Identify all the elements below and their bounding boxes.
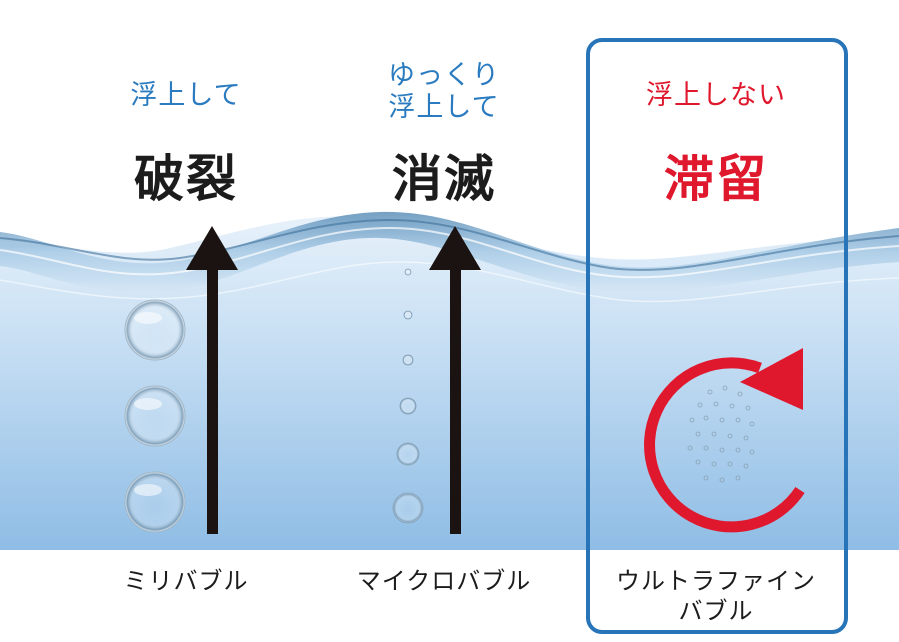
- ultra-subtitle-line-1: 浮上しない: [646, 80, 786, 111]
- milli-result: 破裂: [134, 150, 238, 208]
- ultrafine-highlight-frame: [586, 38, 848, 634]
- micro-subtitle: ゆっくり 浮上して: [344, 60, 544, 124]
- micro-subtitle-line-1: ゆっくり: [388, 60, 500, 91]
- water-body: [0, 216, 899, 550]
- milli-subtitle-line-1: 浮上して: [130, 80, 242, 111]
- micro-bubbles: [392, 268, 424, 524]
- micro-name-line-1: マイクロバブル: [356, 567, 532, 595]
- rise-arrow-1: [186, 226, 238, 534]
- milli-name: ミリバブル: [76, 566, 296, 596]
- ultra-name-line-1: ウルトラファイン: [616, 567, 816, 595]
- wave-surface: [0, 211, 899, 294]
- milli-name-line-1: ミリバブル: [123, 567, 249, 595]
- circulation-arrow: [644, 348, 805, 533]
- micro-result: 消滅: [392, 150, 496, 208]
- ultrafine-bubbles: [687, 385, 755, 483]
- ultra-name-line-2: バブル: [678, 597, 754, 625]
- ultra-subtitle: 浮上しない: [606, 80, 826, 112]
- micro-name: マイクロバブル: [324, 566, 564, 596]
- milli-subtitle: 浮上して: [86, 80, 286, 112]
- milli-bubbles: [124, 299, 186, 533]
- ultra-name: ウルトラファイン バブル: [596, 566, 836, 626]
- micro-subtitle-line-2: 浮上して: [388, 92, 500, 123]
- ultra-result: 滞留: [664, 150, 768, 208]
- rise-arrow-2: [429, 226, 481, 534]
